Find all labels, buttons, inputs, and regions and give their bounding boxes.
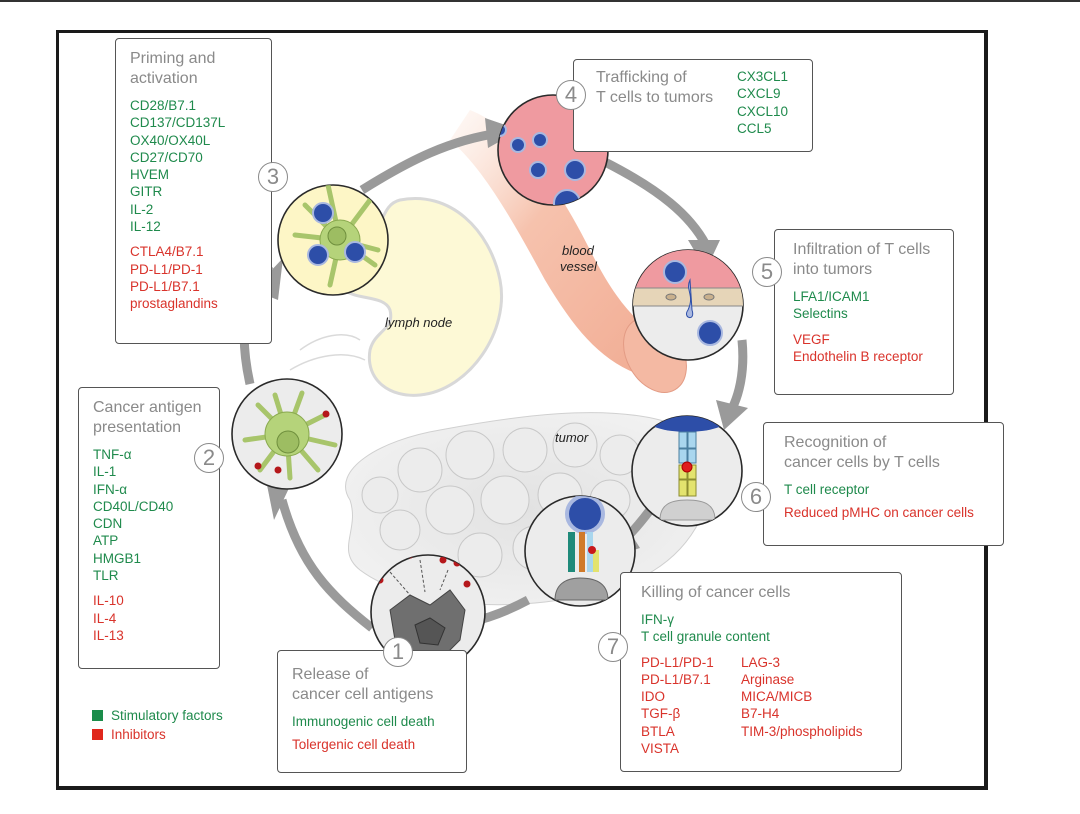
step-3-title-line2: activation (130, 70, 198, 87)
legend-stimulatory: Stimulatory factors (92, 708, 223, 723)
step-5-inhib-item: VEGF (793, 331, 830, 347)
step-1-inhib-item: Tolergenic cell death (292, 737, 416, 753)
step-2-inhib-item: IL-13 (93, 627, 124, 643)
lymph-node-label: lymph node (385, 315, 453, 330)
step-2-stim-item: TNF-α (93, 447, 132, 462)
step-7-inhib-item: VISTA (641, 741, 680, 757)
step-3-stim-item: HVEM (130, 167, 170, 183)
step-6-title-line2: cancer cells by T cells (784, 454, 940, 471)
step-5-stim-item: LFA1/ICAM1 (793, 289, 870, 304)
step-2-inhib-item: IL-10 (93, 593, 124, 609)
step-2-stim-item: CDN (93, 516, 123, 532)
step-4-trafficking-box: Trafficking of T cells to tumors CX3CL1 … (573, 59, 813, 152)
step-4-stim-item: CCL5 (737, 120, 772, 136)
step-2-stim-item: ATP (93, 533, 119, 549)
legend-inhibitors: Inhibitors (92, 727, 166, 742)
top-border (0, 0, 1080, 2)
step-7-inhib-item: TIM-3/phospholipids (741, 723, 863, 739)
step-4-title-line2: T cells to tumors (596, 89, 714, 106)
step-5-number: 5 (752, 257, 782, 287)
step-6-title-line1: Recognition of (784, 434, 887, 451)
step-4-stim-item: CXCL9 (737, 86, 781, 102)
step-3-inhib-item: CTLA4/B7.1 (130, 244, 204, 260)
step-7-inhib-item: Arginase (741, 671, 795, 687)
step-5-title-line1: Infiltration of T cells (793, 241, 931, 258)
step-3-stim-item: IL-12 (130, 219, 161, 235)
step-2-title-line1: Cancer antigen (93, 399, 202, 416)
step-4-number: 4 (556, 80, 586, 110)
step-3-title-line1: Priming and (130, 50, 216, 67)
step-7-inhib-item: BTLA (641, 723, 675, 739)
step-2-stim-item: IL-1 (93, 464, 117, 480)
step-3-priming-box: Priming and activation CD28/B7.1 CD137/C… (115, 38, 272, 344)
step-2-inhib-item: IL-4 (93, 610, 117, 626)
step-7-inhib-item: PD-L1/PD-1 (641, 654, 714, 670)
step-7-title: Killing of cancer cells (641, 584, 791, 601)
step-2-stim-item: IFN-α (93, 481, 128, 497)
step-1-title-line1: Release of (292, 666, 369, 683)
step-3-stim-item: OX40/OX40L (130, 132, 211, 148)
inhibitor-swatch (92, 729, 103, 740)
step-2-stim-item: TLR (93, 568, 119, 584)
circle-antigen-presentation (231, 378, 343, 490)
stimulatory-swatch (92, 710, 103, 721)
step-7-inhib-item: LAG-3 (741, 654, 781, 670)
step-6-recognition-box: Recognition of cancer cells by T cells T… (763, 422, 1004, 546)
step-3-stim-item: IL-2 (130, 201, 154, 217)
step-5-title-line2: into tumors (793, 261, 873, 278)
step-2-title-line2: presentation (93, 419, 182, 436)
step-3-stim-item: CD137/CD137L (130, 115, 226, 131)
step-1-antigen-release-box: Release of cancer cell antigens Immunoge… (277, 650, 467, 773)
circle-recognition (631, 415, 743, 527)
circle-infiltration (632, 249, 744, 361)
step-7-inhib-item: MICA/MICB (741, 689, 813, 705)
step-7-stim-item: IFN-γ (641, 612, 674, 627)
step-7-killing-box: Killing of cancer cells IFN-γ T cell gra… (620, 572, 902, 772)
step-3-inhib-item: PD-L1/PD-1 (130, 261, 203, 277)
step-4-stim-item: CXCL10 (737, 103, 789, 119)
step-2-stim-item: CD40L/CD40 (93, 498, 174, 514)
step-3-number: 3 (258, 162, 288, 192)
step-4-stim-item: CX3CL1 (737, 69, 789, 84)
step-5-stim-item: Selectins (793, 306, 848, 322)
step-6-number: 6 (741, 482, 771, 512)
step-7-inhib-item: TGF-β (641, 706, 681, 722)
step-7-stim-item: T cell granule content (641, 629, 770, 645)
step-4-title-line1: Trafficking of (596, 69, 687, 86)
step-7-inhib-item: IDO (641, 689, 666, 705)
blood-vessel-label-line2: vessel (560, 259, 597, 274)
step-6-inhib-item: Reduced pMHC on cancer cells (784, 505, 974, 521)
step-3-inhib-item: prostaglandins (130, 296, 218, 312)
step-6-stim-item: T cell receptor (784, 482, 870, 497)
step-7-inhib-item: PD-L1/B7.1 (641, 671, 711, 687)
circle-priming (277, 184, 389, 296)
step-7-number: 7 (598, 632, 628, 662)
circle-killing (524, 495, 636, 607)
step-3-inhib-item: PD-L1/B7.1 (130, 278, 200, 294)
step-2-stim-item: HMGB1 (93, 550, 142, 566)
step-7-inhib-item: B7-H4 (741, 706, 780, 722)
tumor-label: tumor (555, 430, 589, 445)
step-2-number: 2 (194, 443, 224, 473)
step-5-inhib-item: Endothelin B receptor (793, 348, 923, 364)
legend-stimulatory-label: Stimulatory factors (111, 708, 223, 723)
step-3-stim-item: CD28/B7.1 (130, 98, 197, 113)
step-1-stim-item: Immunogenic cell death (292, 714, 435, 729)
step-1-number: 1 (383, 637, 413, 667)
legend-inhibitors-label: Inhibitors (111, 727, 166, 742)
step-3-stim-item: CD27/CD70 (130, 149, 203, 165)
step-3-stim-item: GITR (130, 184, 163, 200)
step-2-antigen-presentation-box: Cancer antigen presentation TNF-α IL-1 I… (78, 387, 220, 669)
step-5-infiltration-box: Infiltration of T cells into tumors LFA1… (774, 229, 954, 395)
blood-vessel-label-line1: blood (562, 243, 594, 258)
step-1-title-line2: cancer cell antigens (292, 686, 434, 703)
